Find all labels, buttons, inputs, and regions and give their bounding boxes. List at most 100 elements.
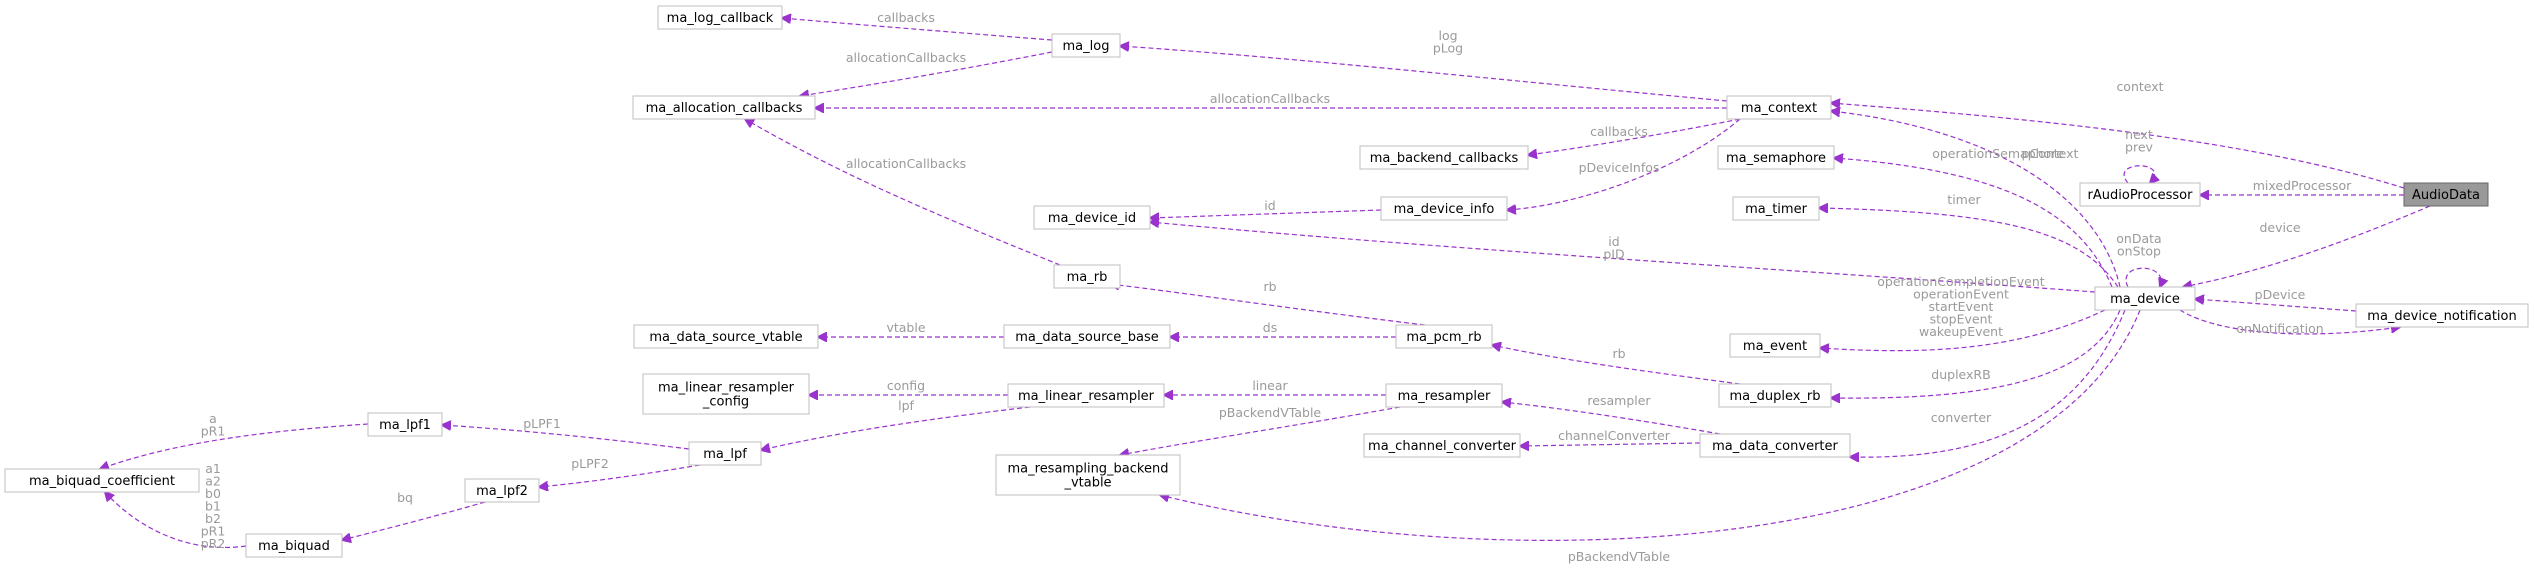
edge-label: vtable bbox=[886, 320, 925, 335]
node-ma_lpf[interactable]: ma_lpf bbox=[688, 441, 762, 466]
edge-ma_device_notification-to-ma_device: pDevice bbox=[2195, 287, 2357, 312]
node-ma_resampler[interactable]: ma_resampler bbox=[1385, 383, 1503, 408]
edge-label: next bbox=[2125, 127, 2153, 142]
edge-line bbox=[1850, 309, 2126, 457]
node-ma_data_converter[interactable]: ma_data_converter bbox=[1699, 433, 1851, 458]
edge-label: callbacks bbox=[1590, 124, 1648, 139]
edge-ma_log-to-ma_allocation_callbacks: allocationCallbacks bbox=[800, 50, 1053, 96]
node-box bbox=[1395, 324, 1493, 349]
edge-line bbox=[1150, 222, 2096, 293]
node-ma_data_source_vtable[interactable]: ma_data_source_vtable bbox=[633, 324, 819, 349]
node-ma_log_callback[interactable]: ma_log_callback bbox=[657, 5, 783, 30]
edge-label: onNotification bbox=[2236, 321, 2323, 336]
node-ma_biquad_coefficient[interactable]: ma_biquad_coefficient bbox=[4, 468, 200, 493]
node-box bbox=[1003, 324, 1171, 349]
node-box bbox=[1380, 196, 1508, 221]
edge-ma_device-to-ma_data_converter: converter bbox=[1850, 309, 2126, 457]
node-ma_lpf1[interactable]: ma_lpf1 bbox=[367, 412, 443, 437]
edge-label: lpf bbox=[898, 398, 914, 413]
edge-line bbox=[100, 423, 369, 469]
node-ma_backend_callbacks[interactable]: ma_backend_callbacks bbox=[1359, 145, 1529, 170]
edge-ma_linear_resampler-to-ma_lpf: lpf bbox=[761, 398, 1031, 450]
node-ma_resampling_backend_vtable[interactable]: ma_resampling_backend_vtable bbox=[995, 454, 1181, 496]
node-ma_log[interactable]: ma_log bbox=[1051, 33, 1121, 58]
edge-label: linear bbox=[1252, 378, 1288, 393]
node-ma_rb[interactable]: ma_rb bbox=[1053, 264, 1121, 289]
node-label: ma_linear_resampler bbox=[1018, 389, 1155, 404]
edge-label: pID bbox=[1603, 247, 1624, 262]
edge-label: wakeupEvent bbox=[1919, 324, 2003, 339]
node-label: _vtable bbox=[1063, 476, 1111, 491]
node-ma_linear_resampler_config[interactable]: ma_linear_resampler_config bbox=[642, 373, 810, 415]
node-box bbox=[1732, 196, 1820, 221]
node-ma_device_notification[interactable]: ma_device_notification bbox=[2355, 303, 2529, 328]
edge-line bbox=[1110, 284, 1426, 326]
node-label: ma_backend_callbacks bbox=[1370, 151, 1519, 166]
edge-label: pR2 bbox=[201, 536, 226, 551]
node-ma_device[interactable]: ma_device bbox=[2094, 286, 2196, 311]
edge-line bbox=[1834, 158, 2113, 288]
edge-label: a2 bbox=[205, 474, 221, 489]
edge-label: operationSemaphore bbox=[1932, 146, 2064, 161]
edge-label: a bbox=[209, 411, 217, 426]
node-box bbox=[2079, 182, 2201, 207]
node-ma_allocation_callbacks[interactable]: ma_allocation_callbacks bbox=[632, 95, 816, 120]
edge-ma_device-to-ma_device_notification: onNotification bbox=[2179, 309, 2400, 336]
edge-line bbox=[1819, 208, 2119, 288]
node-ma_biquad[interactable]: ma_biquad bbox=[245, 533, 343, 558]
edge-label: rb bbox=[1612, 346, 1625, 361]
node-label: ma_event bbox=[1743, 339, 1807, 354]
node-box bbox=[464, 478, 540, 503]
node-label: ma_allocation_callbacks bbox=[646, 101, 803, 116]
node-ma_lpf2[interactable]: ma_lpf2 bbox=[464, 478, 540, 503]
node-ma_channel_converter[interactable]: ma_channel_converter bbox=[1363, 433, 1521, 458]
edge-label: device bbox=[2259, 220, 2300, 235]
edge-audiodata-to-ma_context: context bbox=[1831, 79, 2405, 189]
node-box bbox=[1007, 383, 1165, 408]
node-ma_duplex_rb[interactable]: ma_duplex_rb bbox=[1718, 383, 1832, 408]
edge-ma_rb-to-ma_allocation_callbacks: allocationCallbacks bbox=[745, 119, 1061, 266]
edge-line bbox=[1507, 118, 1741, 210]
edge-ma_resampler-to-ma_linear_resampler: linear bbox=[1164, 378, 1386, 395]
node-label: ma_log bbox=[1063, 39, 1110, 54]
edge-ma_device-to-ma_timer: timer bbox=[1819, 192, 2119, 288]
node-ma_timer[interactable]: ma_timer bbox=[1732, 196, 1820, 221]
node-ma_event[interactable]: ma_event bbox=[1729, 333, 1821, 358]
edge-line bbox=[342, 501, 486, 540]
node-label: ma_duplex_rb bbox=[1729, 389, 1820, 404]
edge-line bbox=[2195, 299, 2357, 312]
node-ma_device_info[interactable]: ma_device_info bbox=[1380, 196, 1508, 221]
node-box bbox=[657, 5, 783, 30]
node-ma_context[interactable]: ma_context bbox=[1726, 95, 1832, 120]
edge-line bbox=[105, 492, 247, 548]
edge-ma_resampler-to-ma_resampling_backend_vtable: pBackendVTable bbox=[1120, 405, 1401, 455]
edge-label: allocationCallbacks bbox=[1210, 91, 1330, 106]
node-box bbox=[1033, 205, 1151, 230]
edge-label: converter bbox=[1931, 410, 1992, 425]
node-ma_device_id[interactable]: ma_device_id bbox=[1033, 205, 1151, 230]
node-label: ma_channel_converter bbox=[1368, 439, 1517, 454]
edge-ma_context-to-ma_allocation_callbacks: allocationCallbacks bbox=[815, 91, 1727, 108]
node-ma_linear_resampler[interactable]: ma_linear_resampler bbox=[1007, 383, 1165, 408]
node-label: ma_data_source_vtable bbox=[649, 330, 802, 345]
edge-line bbox=[1831, 103, 2405, 189]
node-audiodata[interactable]: AudioData bbox=[2403, 182, 2489, 207]
edge-label: a1 bbox=[205, 461, 221, 476]
node-label: ma_lpf1 bbox=[379, 418, 431, 433]
edge-label: pBackendVTable bbox=[1219, 405, 1322, 420]
edge-label: startEvent bbox=[1929, 299, 1994, 314]
edge-label: bq bbox=[397, 490, 413, 505]
node-ma_data_source_base[interactable]: ma_data_source_base bbox=[1003, 324, 1171, 349]
edge-ma_device-to-ma_event: operationCompletionEventoperationEventst… bbox=[1820, 274, 2106, 351]
node-ma_pcm_rb[interactable]: ma_pcm_rb bbox=[1395, 324, 1493, 349]
node-box bbox=[642, 373, 810, 415]
node-box bbox=[1051, 33, 1121, 58]
edge-label: prev bbox=[2125, 140, 2153, 155]
edge-label: channelConverter bbox=[1558, 428, 1671, 443]
edge-label: pLPF2 bbox=[571, 456, 609, 471]
node-raudioprocessor[interactable]: rAudioProcessor bbox=[2079, 182, 2201, 207]
edge-label: operationEvent bbox=[1913, 287, 2009, 302]
node-ma_semaphore[interactable]: ma_semaphore bbox=[1717, 145, 1835, 170]
edge-ma_pcm_rb-to-ma_rb: rb bbox=[1110, 279, 1426, 326]
